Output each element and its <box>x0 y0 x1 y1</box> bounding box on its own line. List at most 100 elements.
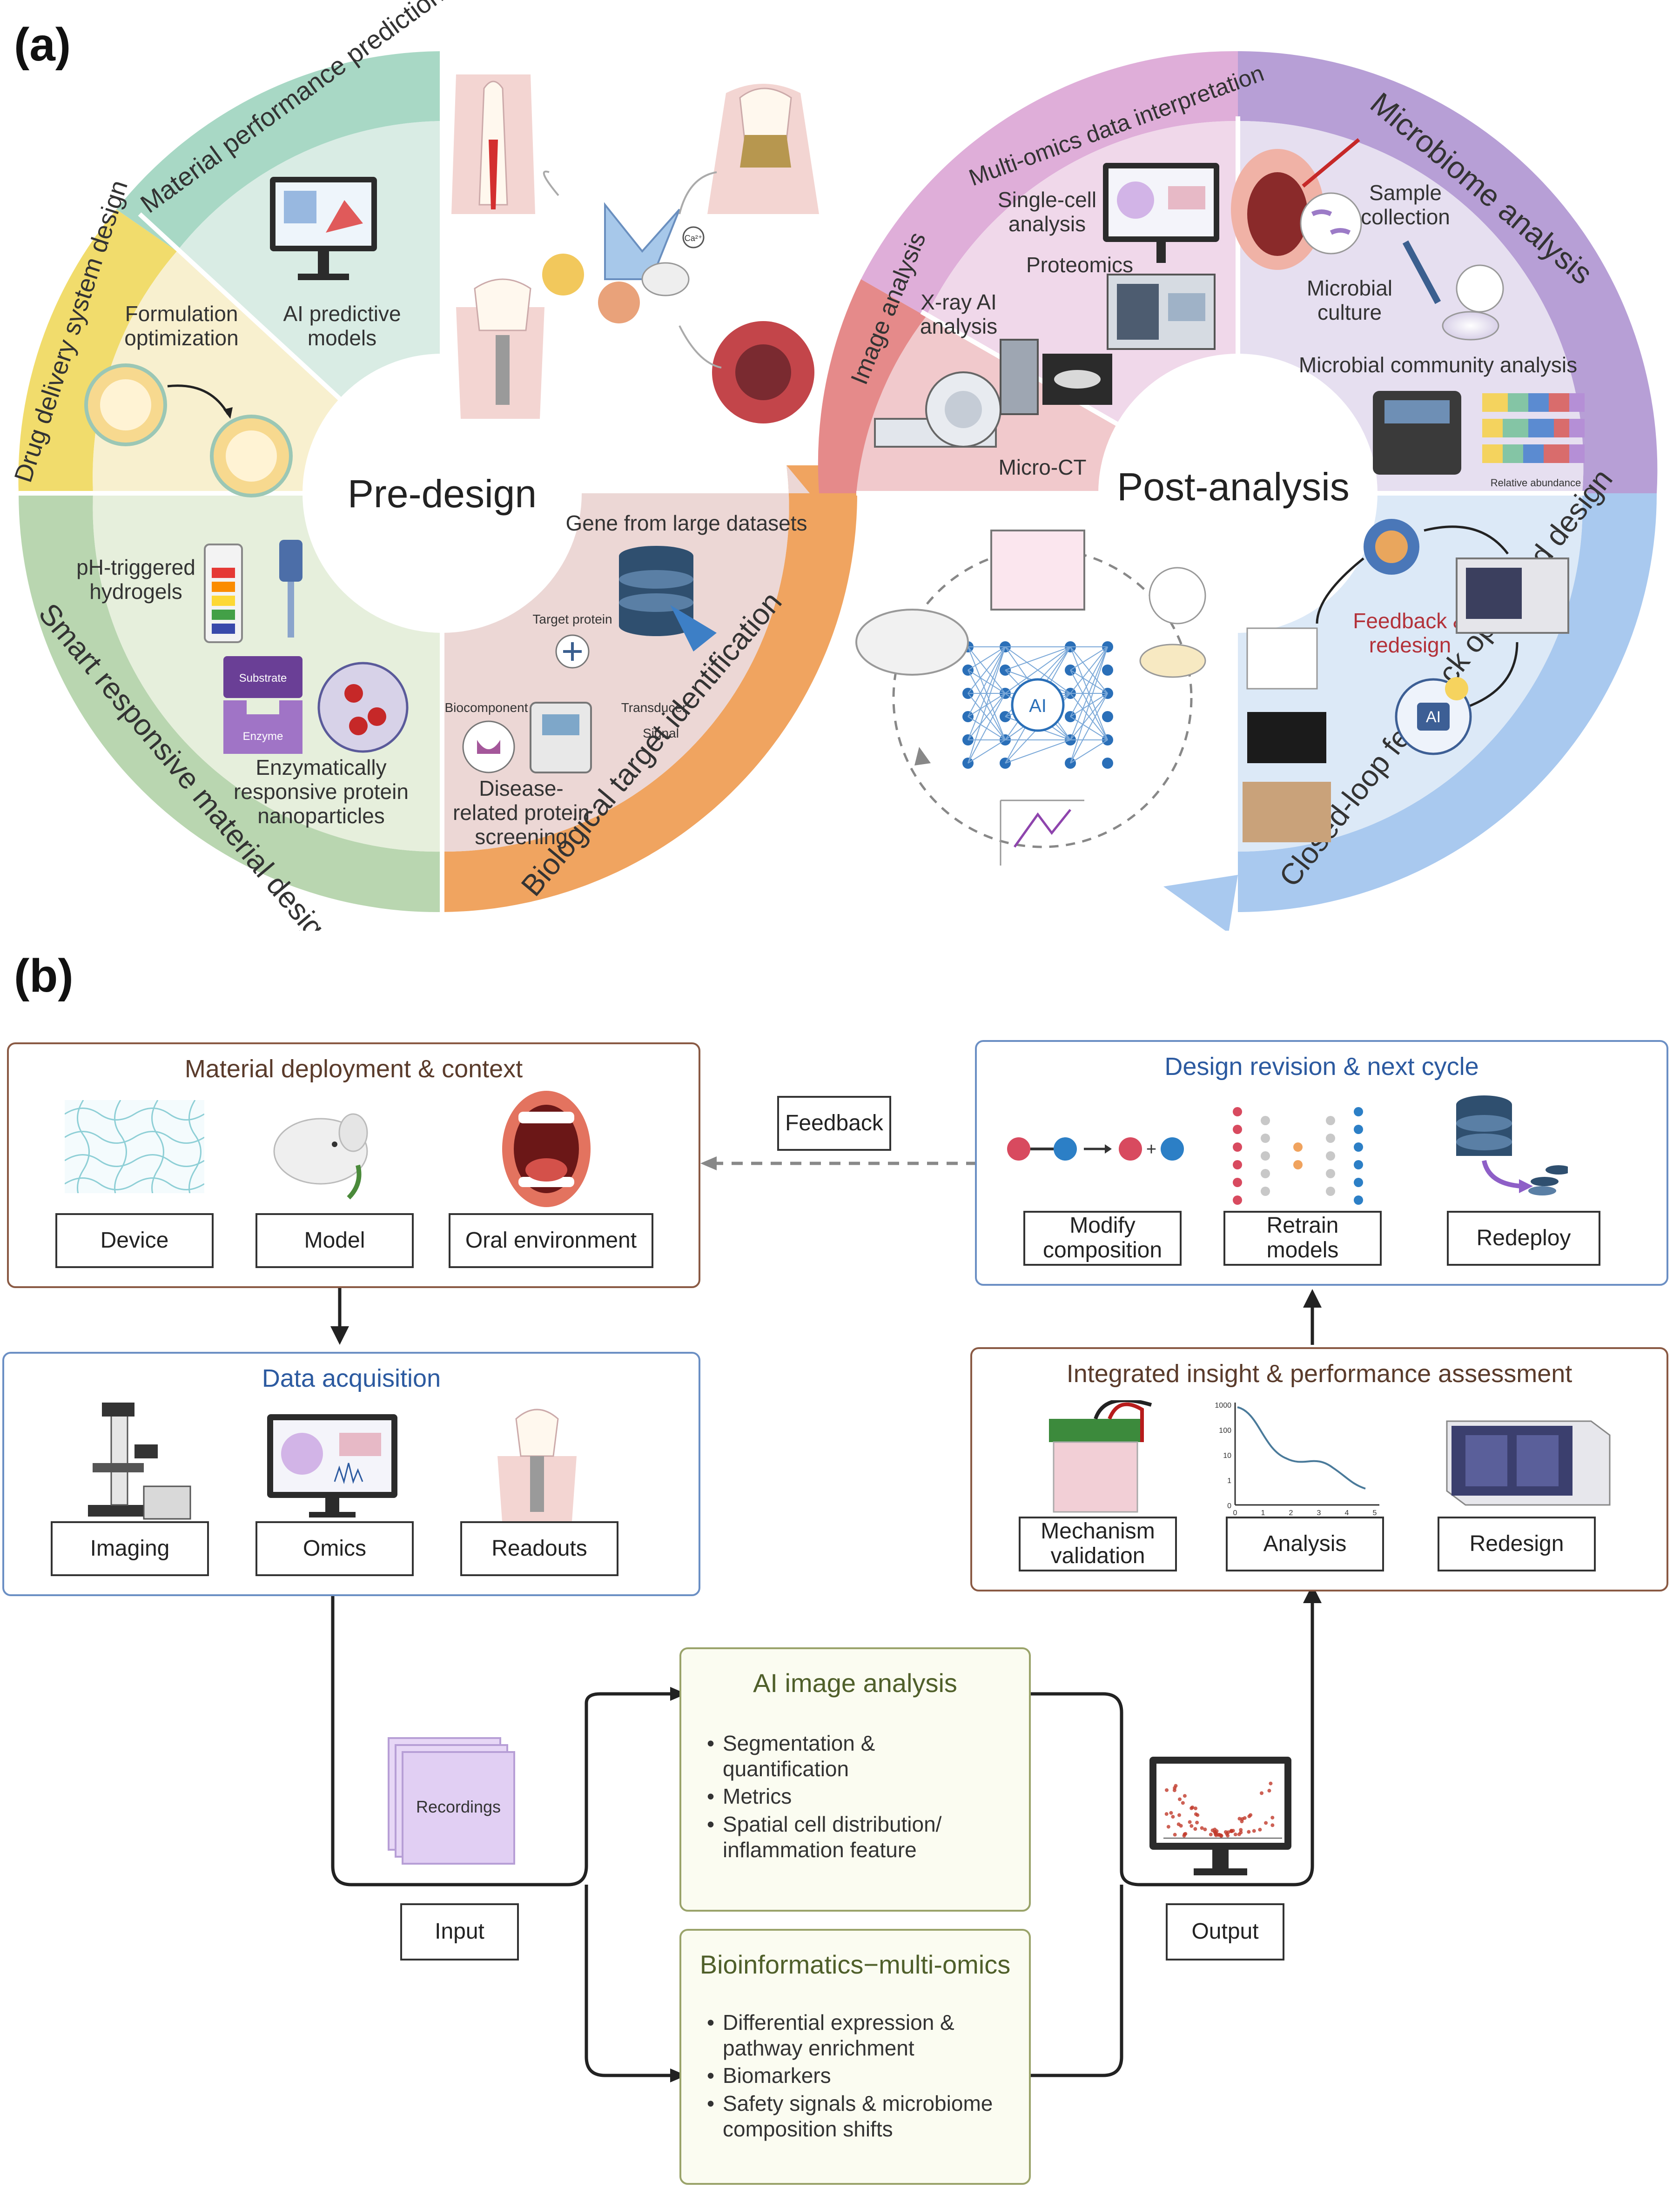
single-cell-monitor-icon <box>1103 163 1219 263</box>
biocomponent-label: Biocomponent <box>444 700 528 715</box>
biosensor-icon <box>462 634 592 773</box>
arc-smart-responsive <box>19 493 442 913</box>
imaging-label: Imaging <box>51 1521 209 1576</box>
readouts-label: Readouts <box>460 1521 618 1576</box>
ph-strip-icon <box>204 540 302 643</box>
recordings-stack-icon: Recordings <box>388 1737 515 1865</box>
analysis-label: Analysis <box>1226 1517 1384 1571</box>
model-label: Model <box>255 1213 414 1268</box>
bioinformatics-bullet: Biomarkers <box>707 2063 993 2088</box>
svg-text:10: 10 <box>1223 1452 1231 1460</box>
svg-text:Relative abundance: Relative abundance <box>1491 477 1581 489</box>
bioinformatics-bullet: Safety signals & microbiome composition … <box>707 2091 993 2142</box>
svg-text:Enzyme: Enzyme <box>243 730 283 743</box>
ai-image-bullets: Segmentation & quantification Metrics Sp… <box>707 1731 941 1865</box>
output-label: Output <box>1166 1903 1284 1961</box>
ai-image-analysis-box: AI image analysis Segmentation & quantif… <box>679 1647 1031 1912</box>
ai-image-analysis-title: AI image analysis <box>753 1668 957 1698</box>
retrain-models-label: Retrain models <box>1223 1211 1382 1266</box>
svg-text:2: 2 <box>1289 1509 1293 1517</box>
oral-environment-label: Oral environment <box>449 1213 653 1268</box>
material-deployment-box: Material deployment & context Device Mod… <box>7 1042 700 1288</box>
micro-ct-icon <box>874 339 1112 448</box>
input-label: Input <box>400 1903 519 1961</box>
redesign-label: Redesign <box>1438 1517 1596 1571</box>
signal-label: Signal <box>643 726 679 740</box>
feedback-label: Feedback <box>777 1096 891 1151</box>
svg-text:AI: AI <box>1426 708 1441 726</box>
design-revision-title: Design revision & next cycle <box>1164 1053 1479 1081</box>
ai-image-bullet: Segmentation & quantification <box>707 1731 941 1782</box>
implant-tooth-icon <box>497 1409 577 1521</box>
teeth-center-icon: Ca²⁺ <box>451 74 819 423</box>
target-protein-label: Target protein <box>532 612 612 626</box>
panel-a-figure: (a) Ma <box>9 0 1658 931</box>
community-analysis-label: Microbial community analysis <box>1299 353 1577 377</box>
feedback-loop-icon: AI <box>1243 519 1569 842</box>
svg-text:+: + <box>1146 1140 1156 1159</box>
feedback-redesign-label: Feedback &redesign <box>1353 609 1467 657</box>
arc-material-prediction <box>116 51 442 251</box>
svg-text:1000: 1000 <box>1215 1402 1231 1410</box>
ai-image-bullet: Metrics <box>707 1784 941 1809</box>
post-analysis-title: Post-analysis <box>1117 465 1350 509</box>
mechanism-validation-label: Mechanism validation <box>1019 1517 1177 1571</box>
integrated-insight-box: Integrated insight & performance assessm… <box>970 1347 1668 1591</box>
transducer-label: Transducer <box>621 700 687 715</box>
sequencer-chart-icon: Relative abundance <box>1373 391 1585 489</box>
device-mesh-icon <box>65 1100 204 1193</box>
arc-closed-loop <box>1238 493 1657 912</box>
monitor-icon <box>270 177 377 280</box>
svg-text:AI: AI <box>1029 696 1047 716</box>
svg-text:4: 4 <box>1345 1509 1349 1517</box>
bioinformatics-bullet: Differential expression & pathway enrich… <box>707 2010 993 2061</box>
output-monitor-icon <box>1149 1757 1291 1875</box>
neural-net-icon <box>1233 1107 1363 1205</box>
design-revision-box: Design revision & next cycle + Modify co… <box>975 1040 1668 1286</box>
arc-drug-delivery <box>18 209 177 493</box>
recordings-label: Recordings <box>416 1797 501 1816</box>
data-acquisition-box: Data acquisition Imaging Omics Readouts <box>2 1352 700 1596</box>
substrate-enzyme-icon: Substrate Enzyme <box>223 656 409 754</box>
svg-text:100: 100 <box>1219 1427 1231 1435</box>
svg-text:Substrate: Substrate <box>239 672 287 685</box>
gene-datasets-label: Gene from large datasets <box>565 511 807 535</box>
device-label: Device <box>55 1213 214 1268</box>
svg-text:0: 0 <box>1227 1502 1231 1510</box>
svg-text:Ca²⁺: Ca²⁺ <box>685 234 703 243</box>
redeploy-database-icon <box>1456 1095 1568 1195</box>
panel-a-label: (a) <box>14 19 71 71</box>
pre-design-title: Pre-design <box>348 472 537 516</box>
panel-b-connectors <box>330 1156 1322 2082</box>
omics-label: Omics <box>255 1521 414 1576</box>
svg-text:1: 1 <box>1261 1509 1265 1517</box>
database-icon <box>619 546 717 651</box>
ai-image-bullet: Spatial cell distribution/ inflammation … <box>707 1812 941 1863</box>
arc-image-analysis <box>818 279 926 493</box>
integrated-insight-title: Integrated insight & performance assessm… <box>1066 1360 1572 1388</box>
mouth-swab-icon <box>1231 138 1362 270</box>
panel-b-label: (b) <box>14 950 74 1002</box>
mass-spec-icon <box>1107 274 1216 350</box>
ai-network-icon: AI <box>855 530 1206 866</box>
oral-mouth-icon <box>502 1091 591 1207</box>
redeploy-label: Redeploy <box>1447 1211 1600 1266</box>
micro-ct-label: Micro-CT <box>998 455 1086 479</box>
mouse-model-icon <box>273 1113 368 1200</box>
svg-text:0: 0 <box>1233 1509 1237 1517</box>
pipette-dish-icon <box>1402 240 1504 341</box>
modify-composition-label: Modify composition <box>1023 1211 1182 1266</box>
electrophoresis-tank-icon <box>1049 1400 1152 1513</box>
bioinformatics-bullets: Differential expression & pathway enrich… <box>707 2010 993 2144</box>
svg-text:1: 1 <box>1227 1477 1231 1485</box>
proteomics-label: Proteomics <box>1026 253 1133 277</box>
